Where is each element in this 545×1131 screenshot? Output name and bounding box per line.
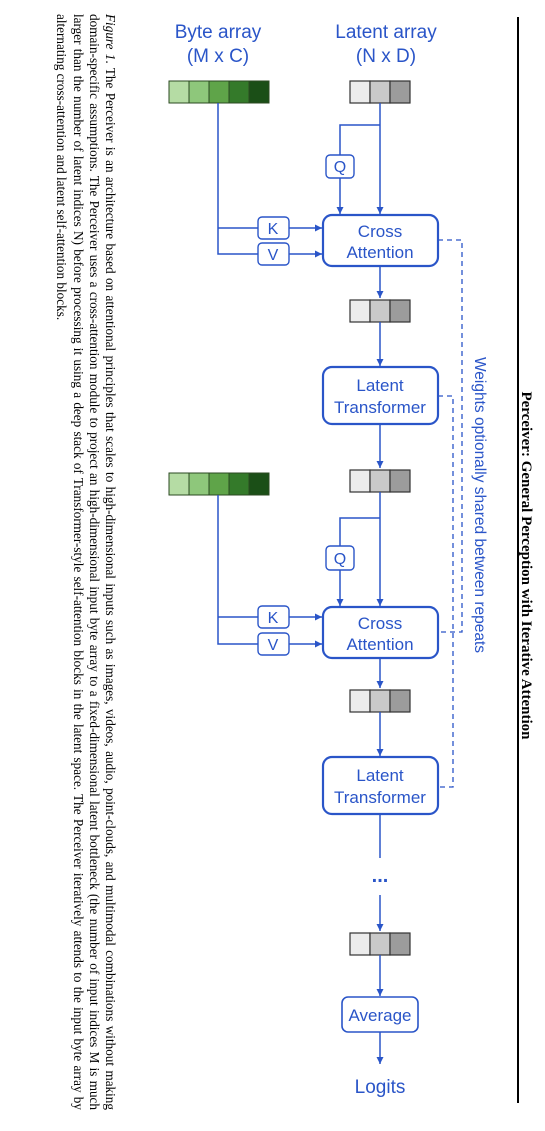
key-box-1	[257, 216, 290, 240]
weights-shared-connector	[438, 239, 463, 788]
latent-array-5	[349, 932, 411, 956]
cross-attention-label-1a: Cross	[358, 222, 402, 241]
query-box-1	[325, 154, 355, 179]
latent-transformer-block-2	[321, 755, 440, 816]
cross-attention-block-1	[321, 213, 440, 268]
latent-array-1	[349, 80, 411, 104]
figure-caption: Figure 1. The Perceiver is an architectu…	[8, 14, 118, 1110]
cross-attention-label-1b: Attention	[346, 243, 413, 262]
value-label-1: V	[268, 247, 279, 264]
latent-array-3	[349, 469, 411, 493]
latent-array-dims: (N x D)	[356, 46, 416, 67]
cross-attention-block-2	[321, 605, 440, 660]
average-label: Average	[348, 1006, 411, 1025]
byte-array-input-2	[168, 472, 270, 496]
header-rule	[517, 17, 519, 1103]
figure-label: Figure 1	[103, 14, 118, 61]
cross-attention-label-2a: Cross	[358, 614, 402, 633]
latent-array-title: Latent array	[335, 22, 437, 43]
key-label-2: K	[268, 610, 279, 627]
byte-array-title: Byte array	[175, 22, 262, 43]
value-label-2: V	[268, 637, 279, 654]
latent-transformer-label-2a: Latent	[356, 766, 404, 785]
logits-label: Logits	[355, 1077, 406, 1098]
cross-attention-label-2b: Attention	[346, 635, 413, 654]
latent-array-2	[349, 299, 411, 323]
byte-array-dims: (M x C)	[187, 46, 249, 67]
average-block	[341, 996, 419, 1033]
latent-transformer-block-1	[321, 365, 440, 426]
latent-transformer-label-1b: Transformer	[334, 398, 426, 417]
key-box-2	[257, 605, 290, 629]
query-box-2	[325, 545, 355, 571]
weights-shared-label: Weights optionally shared between repeat…	[471, 357, 488, 653]
running-title: Perceiver: General Perception with Itera…	[518, 391, 534, 740]
query-label-2: Q	[334, 551, 346, 568]
value-box-2	[257, 632, 290, 656]
key-label-1: K	[268, 221, 279, 238]
value-box-1	[257, 242, 290, 266]
latent-transformer-label-1a: Latent	[356, 376, 404, 395]
figure-caption-text: . The Perceiver is an architecture based…	[54, 14, 118, 1110]
ellipsis-label: ...	[372, 865, 389, 887]
byte-array-input-1	[168, 80, 270, 104]
latent-transformer-label-2b: Transformer	[334, 788, 426, 807]
query-label-1: Q	[334, 159, 346, 176]
latent-array-4	[349, 689, 411, 713]
